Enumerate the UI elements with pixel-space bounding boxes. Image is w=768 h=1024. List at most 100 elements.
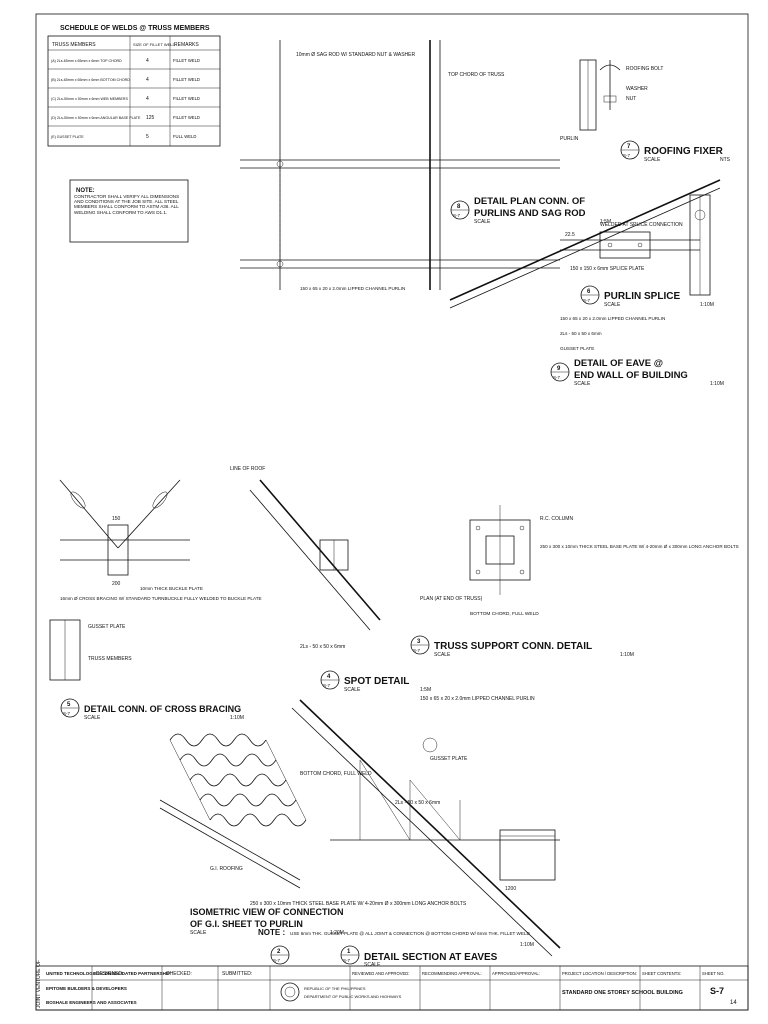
d4-ratio: 1:5M [420,687,431,693]
d8-sag-rod: 10mm Ø SAG ROD W/ STANDARD NUT & WASHER [296,52,415,58]
schedule-row-members: (A) 2Ls-65mm x 65mm x 6mm TOP CHORD [51,59,122,63]
schedule-row-remarks: FULL WELD [173,134,196,139]
col-members: TRUSS MEMBERS [52,42,96,48]
schedule-row-size: 4 [146,58,149,64]
d5-truss-members: TRUSS MEMBERS [88,656,132,662]
schedule-row-remarks: FILLET WELD [173,77,200,82]
approved-label: APPROVED/APPROVAL: [492,971,540,976]
col-size: SIZE OF FILLET WELD [133,42,175,47]
d3-plan-label: PLAN (AT END OF TRUSS) [420,596,483,602]
d4-angle-bar: 2Ls - 50 x 50 x 6mm [300,644,345,650]
recommending-label: RECOMMENDING APPROVAL: [422,971,482,976]
schedule-row-members: (C) 2Ls-50mm x 50mm x 6mm WEB MEMBERS [51,97,128,101]
d1-bottom-chord: BOTTOM CHORD, FULL WELD [300,771,372,777]
d7-ratio: NTS [720,157,731,163]
d9-sheet: S-7 [553,375,561,380]
d5-bracing: 16mm Ø CROSS BRACING W/ STANDARD TURNBUC… [60,596,262,601]
d6-sheet: S-7 [583,298,591,303]
d1-gusset-label: GUSSET PLATE [430,756,468,762]
d8-ratio: 1:5M [600,219,611,225]
d9-num: 9 [557,366,561,372]
d2-num: 2 [277,949,281,955]
schedule-row-size: 4 [146,77,149,83]
d5-num: 5 [67,702,71,708]
schedule-row-remarks: FILLET WELD [173,96,200,101]
d4-num: 4 [327,674,331,680]
detail-4-spot: LINE OF ROOF 2Ls - 50 x 50 x 6mm 4 S-7 S… [230,466,431,693]
rc-column-shape [499,829,556,881]
d4-line-of-roof: LINE OF ROOF [230,466,265,472]
d3-num: 3 [417,639,421,645]
contractor-label: JOINT VENTURE OF [36,960,42,1008]
checked-label: CHECKED: [166,971,192,977]
d6-splice: 150 x 150 x 6mm SPLICE PLATE [570,266,645,272]
d8-title-1: DETAIL PLAN CONN. OF [474,196,585,207]
d6-num: 6 [587,289,591,295]
d8-scale: SCALE [474,219,491,225]
schedule-row-size: 5 [146,134,149,140]
d5-ratio: 1:10M [230,715,244,721]
sheet-no-label: SHEET NO. [702,971,725,976]
gen-note-text: CONTRACTOR SHALL VERIFY ALL DIMENSIONS A… [74,194,180,215]
d9-gusset: GUSSET PLATE [560,346,594,351]
d6-welded: WELDED AT SPLICE CONNECTION [600,222,683,228]
d7-num: 7 [627,144,631,150]
d9-ratio: 1:10M [710,381,724,387]
d7-sheet: S-7 [623,153,631,158]
d6-scale: SCALE [604,302,621,308]
d7-nut: NUT [626,96,636,102]
note-text: USE 6mm THK. GUSSET PLATE @ ALL JOINT & … [290,931,530,936]
d1-title: DETAIL SECTION AT EAVES [364,952,498,963]
project-name: STANDARD ONE STOREY SCHOOL BUILDING [562,990,683,996]
d8-purlin: 150 x 65 x 20 x 2.0mm LIPPED CHANNEL PUR… [300,286,405,291]
d5-dim-150: 150 [112,516,121,522]
designed-label: DESIGNED: [96,971,124,977]
general-note: NOTE: CONTRACTOR SHALL VERIFY ALL DIMENS… [69,179,189,243]
d2-scale: SCALE [190,930,207,936]
dept-line-2: DEPARTMENT OF PUBLIC WORKS AND HIGHWAYS [304,994,402,999]
d8-top-chord: TOP CHORD OF TRUSS [448,72,505,78]
d3-ratio: 1:10M [620,652,634,658]
dpwh-seal-icon [280,982,300,1002]
note-label: NOTE : [258,928,285,937]
schedule-row-size: 4 [146,96,149,102]
d2-ratio: 1:20M [330,930,344,936]
d5-title: DETAIL CONN. OF CROSS BRACING [84,704,241,714]
d8-sheet: S-7 [453,213,461,218]
d1-angle-bar: 2Ls - 50 x 50 x 6mm [395,800,440,806]
d1-sheet: S-7 [343,958,351,963]
d5-dim-200: 200 [112,581,121,587]
col-remarks: REMARKS [174,42,199,48]
d1-base-plate: 250 x 300 x 10mm THICK STEEL BASE PLATE … [250,901,467,907]
submitted-label: SUBMITTED: [222,971,252,977]
d7-washer: WASHER [626,86,648,92]
d7-purlin: PURLIN [560,136,579,142]
d3-bottom-chord: BOTTOM CHORD, FULL WELD [470,611,539,617]
d1-ratio: 1:10M [520,942,534,948]
d3-rc-column: R.C. COLUMN [540,516,573,522]
d7-title: ROOFING FIXER [644,146,724,157]
d3-base-plate: 250 x 300 x 10mm THICK STEEL BASE PLATE … [540,544,739,549]
d2-title-1: ISOMETRIC VIEW OF CONNECTION [190,907,344,917]
d9-angle-bar: 2Ls - 50 x 50 x 6mm [560,331,602,336]
d6-title: PURLIN SPLICE [604,291,680,302]
d3-scale: SCALE [434,652,451,658]
contractor-1: UNITED TECHNOLOGIES CONSOLIDATED PARTNER… [46,971,170,976]
d3-title: TRUSS SUPPORT CONN. DETAIL [434,641,592,652]
d4-title: SPOT DETAIL [344,676,409,687]
gen-note-title: NOTE: [76,188,95,194]
d4-sheet: S-7 [323,683,331,688]
detail-3-truss-support: R.C. COLUMN 250 x 300 x 10mm THICK STEEL… [410,505,739,658]
schedule-row-members: (B) 2Ls-65mm x 65mm x 6mm BOTTOM CHORD [51,78,130,82]
d2-sheet: S-7 [273,958,281,963]
detail-6-purlin-splice: WELDED AT SPLICE CONNECTION 150 x 150 x … [560,222,714,308]
d9-purlin: 150 x 65 x 20 x 2.0mm LIPPED CHANNEL PUR… [560,316,665,321]
reviewed-label: REVIEWED AND APPROVED: [352,971,409,976]
d7-scale: SCALE [644,157,661,163]
detail-7-roofing-fixer: ROOFING BOLT WASHER NUT PURLIN 7 S-7 ROO… [560,59,731,163]
weld-schedule: SCHEDULE OF WELDS @ TRUSS MEMBERS TRUSS … [47,25,221,147]
d9-scale: SCALE [574,381,591,387]
sheet-no: S-7 [710,986,724,996]
d6-ratio: 1:10M [700,302,714,308]
d2-gi-roofing: G.I. ROOFING [210,866,243,872]
